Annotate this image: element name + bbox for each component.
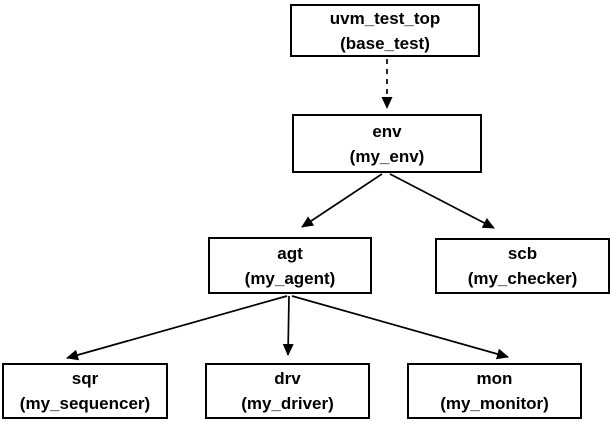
node-scb-class: (my_checker) [467, 269, 578, 288]
node-sqr-instance: sqr [71, 369, 99, 388]
node-drv: drv (my_driver) [205, 363, 370, 419]
edge-agt-sqr-arrow [66, 295, 288, 361]
node-mon: mon (my_monitor) [407, 363, 582, 419]
node-uvm-test-top: uvm_test_top (base_test) [290, 4, 480, 57]
node-drv-class: (my_driver) [241, 394, 334, 413]
edge-env-scb-arrow [389, 173, 495, 229]
node-scb-instance: scb [507, 244, 538, 263]
edge-env-agt-arrow [301, 173, 383, 228]
edge-agt-drv-arrow [282, 295, 294, 356]
node-env: env (my_env) [292, 114, 482, 173]
node-scb: scb (my_checker) [435, 238, 610, 294]
node-agt-class: (my_agent) [244, 268, 336, 288]
node-uvm-test-top-instance: uvm_test_top [329, 8, 441, 28]
node-env-instance: env [372, 121, 402, 141]
node-uvm-test-top-class: (base_test) [340, 33, 430, 53]
node-mon-class: (my_monitor) [440, 394, 549, 413]
edge-agt-mon-arrow [291, 295, 509, 360]
node-sqr-class: (my_sequencer) [19, 394, 151, 413]
node-agt: agt (my_agent) [208, 237, 372, 294]
node-agt-instance: agt [277, 243, 303, 263]
node-env-class: (my_env) [349, 146, 425, 166]
node-drv-instance: drv [274, 369, 301, 388]
node-mon-instance: mon [476, 369, 513, 388]
node-sqr: sqr (my_sequencer) [2, 363, 168, 419]
